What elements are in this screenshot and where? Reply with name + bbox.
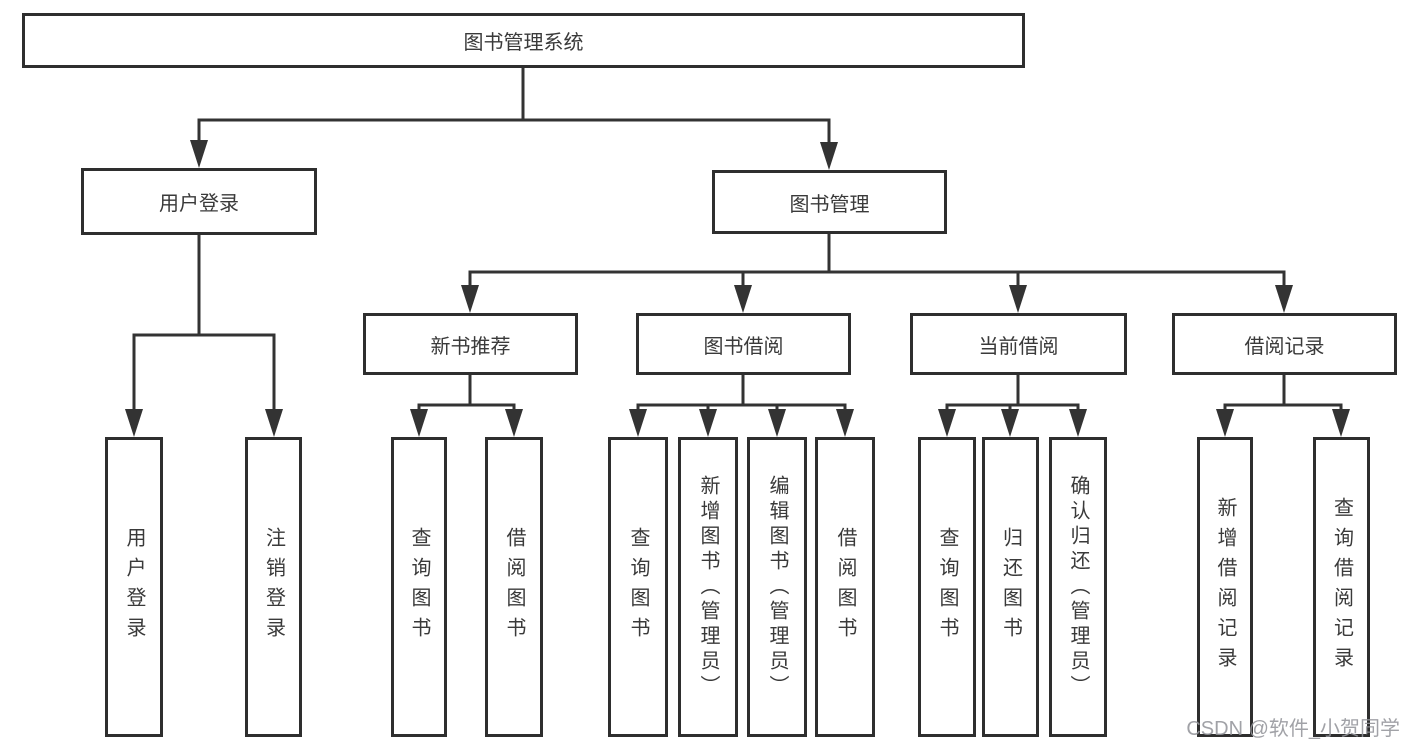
node-query-books-current-label: 查询图书 <box>936 527 958 647</box>
node-borrow-books-recommend-label: 借阅图书 <box>503 527 525 647</box>
node-borrow-books-recommend: 借阅图书 <box>485 437 543 737</box>
connector-user-login-to-leaves <box>125 233 283 437</box>
node-user-login-label: 用户登录 <box>159 193 239 215</box>
csdn-watermark: CSDN @软件_小贺同学 <box>1186 718 1400 740</box>
node-root: 图书管理系统 <box>22 13 1025 68</box>
node-query-books-recommend: 查询图书 <box>391 437 447 737</box>
node-current-borrowing: 当前借阅 <box>910 313 1127 375</box>
connector-borrow-record-to-leaves <box>1216 373 1350 437</box>
node-new-book-recommend-label: 新书推荐 <box>430 335 511 358</box>
node-user-login-leaf: 用户登录 <box>105 437 163 737</box>
node-query-books-borrowing-label: 查询图书 <box>627 527 649 647</box>
connector-current-borrow-to-leaves <box>938 373 1087 437</box>
node-logout: 注销登录 <box>245 437 302 737</box>
connector-root-to-level2 <box>190 66 838 170</box>
node-edit-books-admin-label: 编辑图书（管理员） <box>766 474 788 700</box>
node-confirm-return-admin: 确认归还（管理员） <box>1049 437 1107 737</box>
node-add-books-admin-label: 新增图书（管理员） <box>697 474 719 700</box>
node-confirm-return-admin-label: 确认归还（管理员） <box>1067 474 1089 700</box>
node-current-borrowing-label: 当前借阅 <box>978 335 1059 358</box>
node-return-books-label: 归还图书 <box>999 527 1022 647</box>
connector-book-borrow-to-leaves <box>629 373 854 437</box>
node-borrowing-records: 借阅记录 <box>1172 313 1397 375</box>
node-user-login-leaf-label: 用户登录 <box>123 527 145 647</box>
node-query-books-current: 查询图书 <box>918 437 976 737</box>
node-book-management: 图书管理 <box>712 170 947 234</box>
node-book-management-label: 图书管理 <box>789 193 870 216</box>
connector-book-mgmt-to-level3 <box>461 232 1293 313</box>
node-user-login: 用户登录 <box>81 168 317 235</box>
node-add-books-admin: 新增图书（管理员） <box>678 437 738 737</box>
node-borrow-books-label: 借阅图书 <box>834 527 856 647</box>
node-query-books-recommend-label: 查询图书 <box>408 527 430 647</box>
node-add-borrow-record-label: 新增借阅记录 <box>1214 497 1236 677</box>
connector-new-book-to-leaves <box>410 373 523 437</box>
node-root-label: 图书管理系统 <box>463 32 584 54</box>
node-borrowing-records-label: 借阅记录 <box>1244 335 1325 358</box>
node-borrow-books: 借阅图书 <box>815 437 875 737</box>
node-query-books-borrowing: 查询图书 <box>608 437 668 737</box>
node-query-borrow-record-label: 查询借阅记录 <box>1330 497 1353 677</box>
node-logout-label: 注销登录 <box>262 527 285 647</box>
node-add-borrow-record: 新增借阅记录 <box>1197 437 1253 737</box>
node-new-book-recommend: 新书推荐 <box>363 313 578 375</box>
node-book-borrowing: 图书借阅 <box>636 313 851 375</box>
node-edit-books-admin: 编辑图书（管理员） <box>747 437 807 737</box>
node-query-borrow-record: 查询借阅记录 <box>1313 437 1370 737</box>
node-return-books: 归还图书 <box>982 437 1039 737</box>
node-book-borrowing-label: 图书借阅 <box>703 335 784 358</box>
